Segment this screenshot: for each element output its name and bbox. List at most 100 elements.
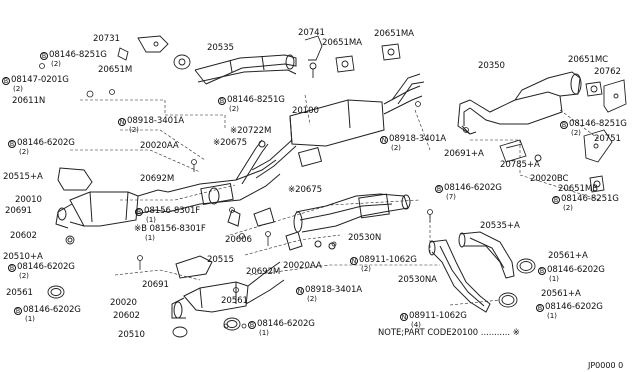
label-20651mb: 20651MB bbox=[558, 184, 598, 194]
label-20510: 20510 bbox=[118, 330, 145, 340]
bracket-20751 bbox=[583, 129, 613, 163]
label-20350: 20350 bbox=[478, 61, 505, 71]
label-20530n: 20530N bbox=[348, 233, 382, 243]
label-20602-b: 20602 bbox=[113, 311, 140, 321]
bolt-circle-icon: B bbox=[538, 267, 546, 275]
mount-20651ma bbox=[335, 43, 401, 73]
label-20651ma-b: 20651MA bbox=[374, 29, 414, 39]
label-20510a: 20510+A bbox=[3, 252, 43, 262]
bolt-circle-icon: B bbox=[8, 140, 16, 148]
bolt-circle-icon: B bbox=[536, 304, 544, 312]
mount-20651mb bbox=[589, 175, 605, 193]
label-20722m: ※20722M bbox=[230, 126, 272, 136]
label-20691a: 20691+A bbox=[444, 149, 484, 159]
label-20020: 20020 bbox=[110, 298, 137, 308]
label-20020aa-b: 20020AA bbox=[283, 261, 322, 271]
clamp-20561a bbox=[498, 258, 536, 308]
label-20020aa-a: 20020AA bbox=[140, 141, 179, 151]
label-20010: 20010 bbox=[15, 195, 42, 205]
pipe-20530n bbox=[285, 193, 411, 251]
converter-20020 bbox=[171, 255, 285, 319]
label-20611n: 20611N bbox=[12, 96, 46, 106]
label-20020bc: 20020BC bbox=[530, 174, 569, 184]
shield-20785a bbox=[499, 139, 542, 163]
nut-circle-icon: N bbox=[380, 136, 388, 144]
label-20762: 20762 bbox=[594, 67, 621, 77]
label-20100: 20100 bbox=[292, 106, 319, 116]
label-20535: 20535 bbox=[207, 43, 234, 53]
pipe-20530na bbox=[428, 239, 491, 313]
label-20675-a: ※20675 bbox=[213, 138, 247, 148]
bracket-20762 bbox=[603, 79, 627, 113]
bolt-circle-icon: B bbox=[435, 185, 443, 193]
bolt-circle-icon: B bbox=[218, 97, 226, 105]
label-20561a: 20561+A bbox=[548, 251, 588, 261]
bracket-20731 bbox=[117, 35, 169, 61]
label-20651mc: 20651MC bbox=[568, 55, 609, 65]
label-20602-a: 20602 bbox=[10, 231, 37, 241]
label-20561-left: 20561 bbox=[6, 288, 33, 298]
label-20741: 20741 bbox=[298, 28, 325, 38]
label-20651m: 20651M bbox=[98, 65, 133, 75]
nut-circle-icon: N bbox=[400, 313, 408, 321]
label-08156-8301f-b: ※B 08156-8301F(1) bbox=[134, 224, 206, 242]
center-muffler-20100 bbox=[251, 73, 425, 179]
bolt-circle-icon: B bbox=[135, 208, 143, 216]
bolt-circle-icon: B bbox=[560, 121, 568, 129]
label-20785a: 20785+A bbox=[500, 160, 540, 170]
diagram-code: JP0000 0 bbox=[588, 361, 624, 370]
label-20535a: 20535+A bbox=[480, 221, 520, 231]
label-20731: 20731 bbox=[93, 34, 120, 44]
label-20692m-a: 20692M bbox=[140, 174, 175, 184]
bolt-circle-icon: B bbox=[248, 321, 256, 329]
nut-circle-icon: N bbox=[118, 118, 126, 126]
pipe-20535a bbox=[458, 231, 515, 279]
mount-20651mc bbox=[585, 81, 603, 97]
label-20691: 20691 bbox=[5, 206, 32, 216]
label-20651ma-a: 20651MA bbox=[322, 38, 362, 48]
label-20675-b: ※20675 bbox=[288, 185, 322, 195]
bolt-circle-icon: B bbox=[552, 196, 560, 204]
bolts bbox=[39, 63, 469, 329]
nut-circle-icon: N bbox=[350, 257, 358, 265]
nut-circle-icon: N bbox=[296, 287, 304, 295]
label-20751: 20751 bbox=[594, 134, 621, 144]
label-20515: 20515 bbox=[207, 255, 234, 265]
label-20515a: 20515+A bbox=[3, 172, 43, 182]
label-20561: 20561 bbox=[221, 296, 248, 306]
bolt-circle-icon: B bbox=[40, 52, 48, 60]
label-20691-b: 20691 bbox=[142, 280, 169, 290]
gasket-20602 bbox=[65, 235, 75, 245]
part-code-note: NOTE;PART CODE20100 ........... ※ bbox=[378, 327, 520, 337]
label-20561a-2: 20561+A bbox=[541, 289, 581, 299]
mount-20651m bbox=[173, 54, 191, 70]
rear-muffler-20350 bbox=[457, 71, 582, 135]
pipe-20535 bbox=[194, 54, 297, 85]
label-20692m-b: 20692M bbox=[246, 267, 281, 277]
center-pipe-20692m bbox=[167, 139, 281, 227]
label-20606: 20606 bbox=[225, 235, 252, 245]
bolt-circle-icon: B bbox=[2, 77, 10, 85]
dashed-leader-lines bbox=[70, 94, 601, 306]
bolt-circle-icon: B bbox=[8, 264, 16, 272]
